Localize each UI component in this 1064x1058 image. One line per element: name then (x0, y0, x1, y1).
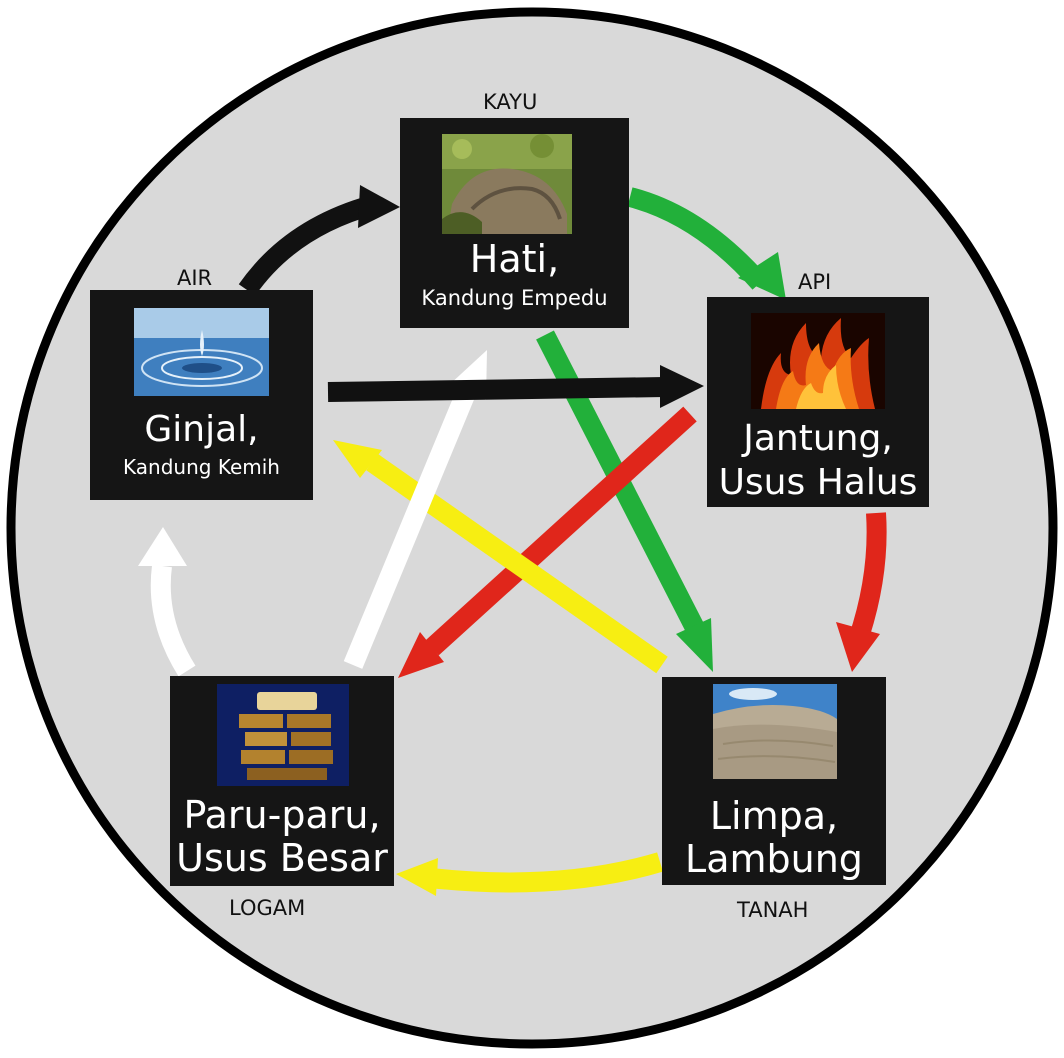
water-drop-photo-icon (134, 308, 269, 396)
arrow-air-to-kayu (238, 185, 400, 296)
arrow-shaft (343, 384, 478, 669)
arrow-head (398, 632, 444, 678)
element-label-tanah: TANAH (737, 898, 809, 922)
arrow-shaft (627, 187, 768, 290)
arrow-head (396, 858, 438, 896)
organ-main-air: Ginjal, (144, 409, 259, 450)
arrow-head (836, 622, 880, 672)
organ-main-tanah: Limpa, (709, 794, 839, 838)
element-label-kayu: KAYU (483, 90, 538, 114)
element-box-kayu: Hati, Kandung Empedu (400, 118, 629, 328)
organ-main-kayu: Hati, (469, 237, 560, 281)
organ-sub-tanah: Lambung (685, 837, 863, 881)
element-label-logam: LOGAM (229, 896, 306, 920)
arrow-shaft (848, 512, 887, 644)
arrow-head (138, 527, 187, 566)
element-box-api: Jantung, Usus Halus (707, 297, 929, 507)
arrow-layer (138, 185, 887, 896)
organ-main-logam: Paru-paru, (183, 793, 381, 837)
element-label-api: API (798, 270, 832, 294)
arrow-head (660, 365, 704, 408)
organ-sub-kayu: Kandung Empedu (421, 286, 608, 310)
gold-bars-photo-icon (217, 684, 349, 786)
arrow-head (676, 618, 713, 672)
wood-rock-photo-icon (442, 134, 572, 234)
organ-sub-air: Kandung Kemih (123, 455, 280, 479)
element-box-logam: Paru-paru, Usus Besar (170, 676, 394, 886)
arrow-shaft (238, 195, 375, 296)
organ-main-api: Jantung, (743, 418, 893, 459)
arrow-kayu-to-api (627, 187, 786, 300)
element-label-air: AIR (177, 266, 213, 290)
arrow-air-to-api (327, 365, 704, 408)
sand-dune-photo-icon (713, 684, 837, 779)
arrow-api-to-logam (398, 406, 697, 678)
arrow-tanah-to-logam (396, 852, 663, 896)
element-box-tanah: Limpa, Lambung (662, 677, 886, 885)
arrow-shaft (428, 852, 663, 893)
fire-photo-icon (751, 313, 885, 409)
arrow-shaft (425, 406, 697, 656)
arrow-api-to-tanah (836, 512, 887, 672)
organ-sub-api: Usus Halus (718, 462, 918, 503)
arrow-head (333, 440, 382, 478)
organ-sub-logam: Usus Besar (176, 836, 388, 880)
element-box-air: Ginjal, Kandung Kemih (90, 290, 313, 500)
arrow-head (738, 252, 786, 300)
arrow-shaft (327, 377, 666, 402)
arrow-head (358, 185, 400, 228)
arrow-shaft (150, 564, 196, 677)
arrow-logam-to-air (138, 527, 196, 677)
